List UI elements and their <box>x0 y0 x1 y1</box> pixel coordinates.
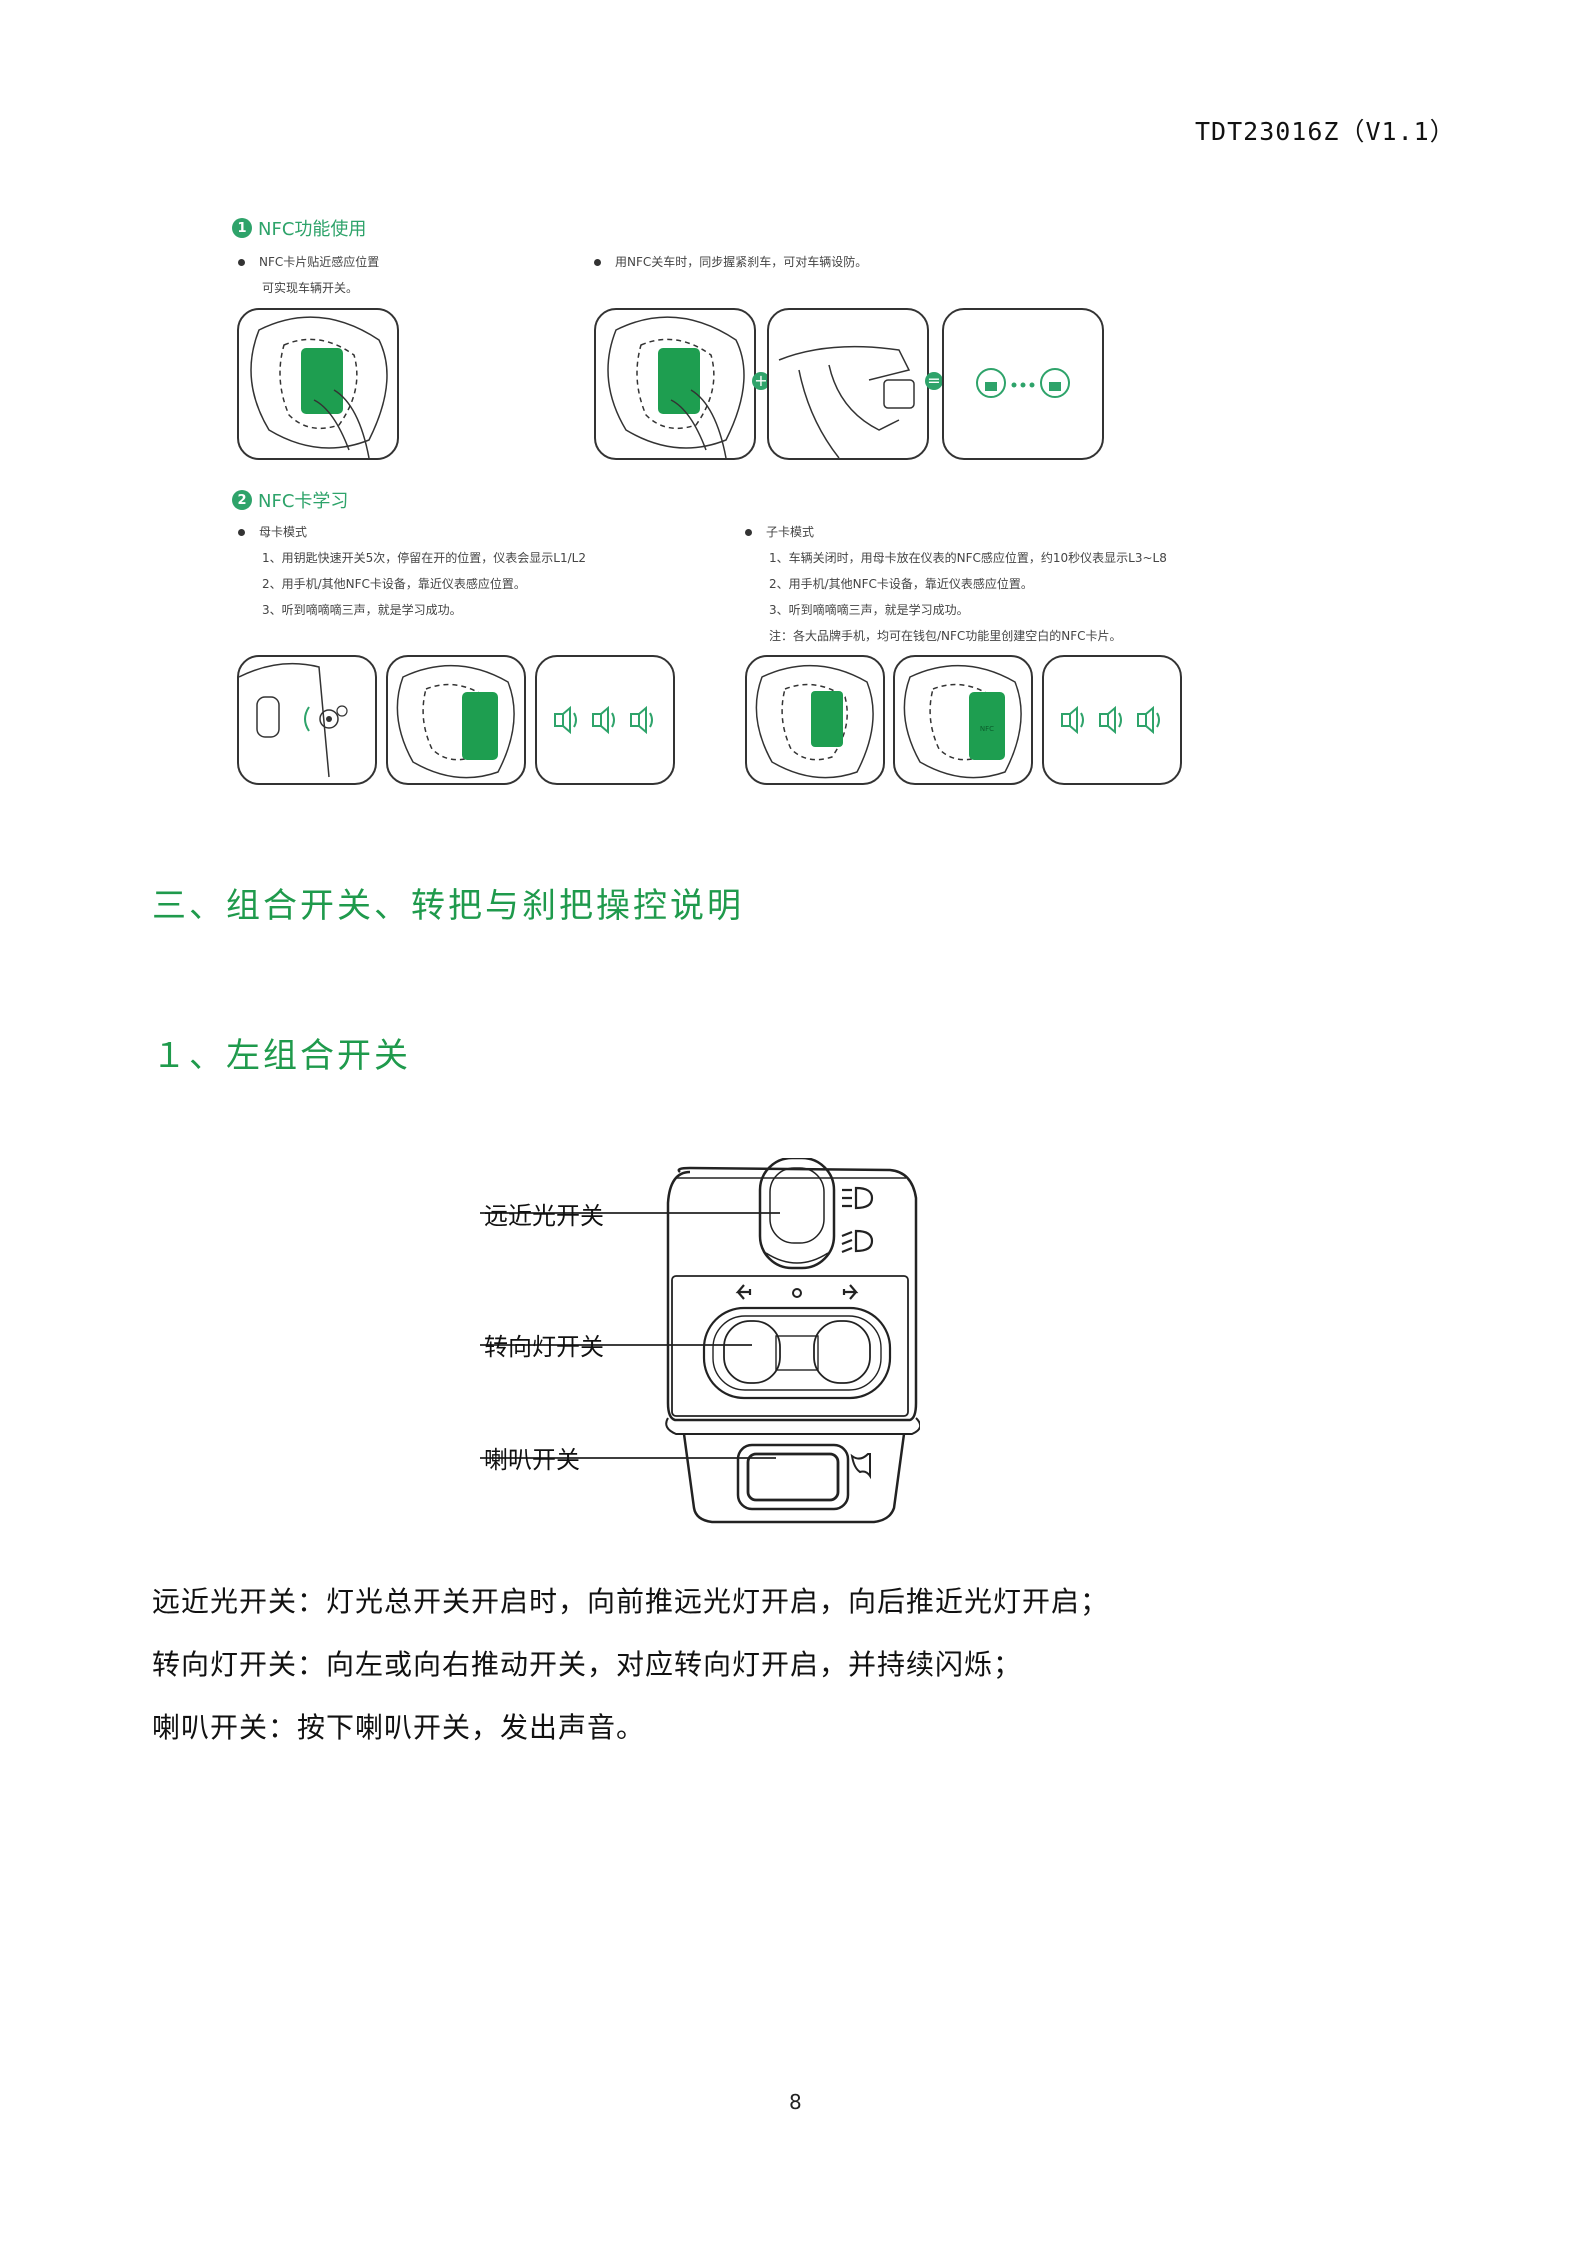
label-turn-signal-switch: 转向灯开关 <box>484 1333 604 1361</box>
step-number-1: 1 <box>232 218 252 238</box>
nfc-use-title: NFC功能使用 <box>258 219 367 240</box>
description-horn: 喇叭开关：按下喇叭开关，发出声音。 <box>152 1711 646 1744</box>
illustration-brake-grip <box>767 308 929 460</box>
nfc-use-heading: 1 NFC功能使用 <box>232 215 366 241</box>
child-step-3: 3、听到嘀嘀嘀三声，就是学习成功。 <box>769 603 969 617</box>
description-turn-signal: 转向灯开关：向左或向右推动开关，对应转向灯开启，并持续闪烁； <box>152 1648 1023 1681</box>
illustration-phone-tap <box>386 655 526 785</box>
plus-icon: + <box>752 372 770 390</box>
illustration-card-tap-2 <box>594 308 756 460</box>
illustration-card-tap <box>237 308 399 460</box>
illustration-lock-result <box>942 308 1104 460</box>
illustration-child-phone-tap: NFC <box>893 655 1033 785</box>
illustration-beep-sounds <box>535 655 675 785</box>
nfc-phone-label: NFC <box>980 725 994 733</box>
subsection-title: １、左组合开关 <box>152 1036 411 1076</box>
illustration-mother-card-tap <box>745 655 885 785</box>
child-mode-heading: 子卡模式 <box>745 519 814 545</box>
mother-step-1: 1、用钥匙快速开关5次，停留在开的位置，仪表会显示L1/L2 <box>262 551 586 565</box>
document-id: TDT23016Z（V1.1） <box>1195 117 1456 146</box>
mother-step-2: 2、用手机/其他NFC卡设备，靠近仪表感应位置。 <box>262 577 526 591</box>
high-beam-icon <box>842 1186 874 1210</box>
description-high-low-beam: 远近光开关：灯光总开关开启时，向前推远光灯开启，向后推近光灯开启； <box>152 1585 1110 1618</box>
nfc-use-right-bullet: 用NFC关车时，同步握紧刹车，可对车辆设防。 <box>594 249 867 275</box>
nfc-use-left-bullet: NFC卡片贴近感应位置 <box>238 249 379 275</box>
horn-icon <box>850 1453 871 1480</box>
low-beam-icon <box>841 1229 874 1254</box>
label-horn-switch: 喇叭开关 <box>484 1446 580 1474</box>
illustration-key-switch <box>237 655 377 785</box>
page-number: 8 <box>789 2090 802 2114</box>
left-arrow-icon <box>735 1284 752 1300</box>
illustration-beep-sounds-2 <box>1042 655 1182 785</box>
mother-step-3: 3、听到嘀嘀嘀三声，就是学习成功。 <box>262 603 462 617</box>
nfc-use-left-bullet-cont: 可实现车辆开关。 <box>262 281 359 295</box>
section-title: 三、组合开关、转把与刹把操控说明 <box>152 886 744 926</box>
label-high-low-beam-switch: 远近光开关 <box>484 1202 604 1230</box>
mother-mode-heading: 母卡模式 <box>238 519 307 545</box>
right-arrow-icon <box>842 1284 859 1300</box>
nfc-learn-heading: 2 NFC卡学习 <box>232 487 348 513</box>
nfc-learn-title: NFC卡学习 <box>258 491 349 512</box>
left-switch-diagram <box>410 1156 922 1528</box>
child-step-2: 2、用手机/其他NFC卡设备，靠近仪表感应位置。 <box>769 577 1033 591</box>
equals-icon: = <box>925 372 943 390</box>
step-number-2: 2 <box>232 490 252 510</box>
child-note: 注：各大品牌手机，均可在钱包/NFC功能里创建空白的NFC卡片。 <box>769 629 1122 643</box>
child-step-1: 1、车辆关闭时，用母卡放在仪表的NFC感应位置，约10秒仪表显示L3~L8 <box>769 551 1167 565</box>
